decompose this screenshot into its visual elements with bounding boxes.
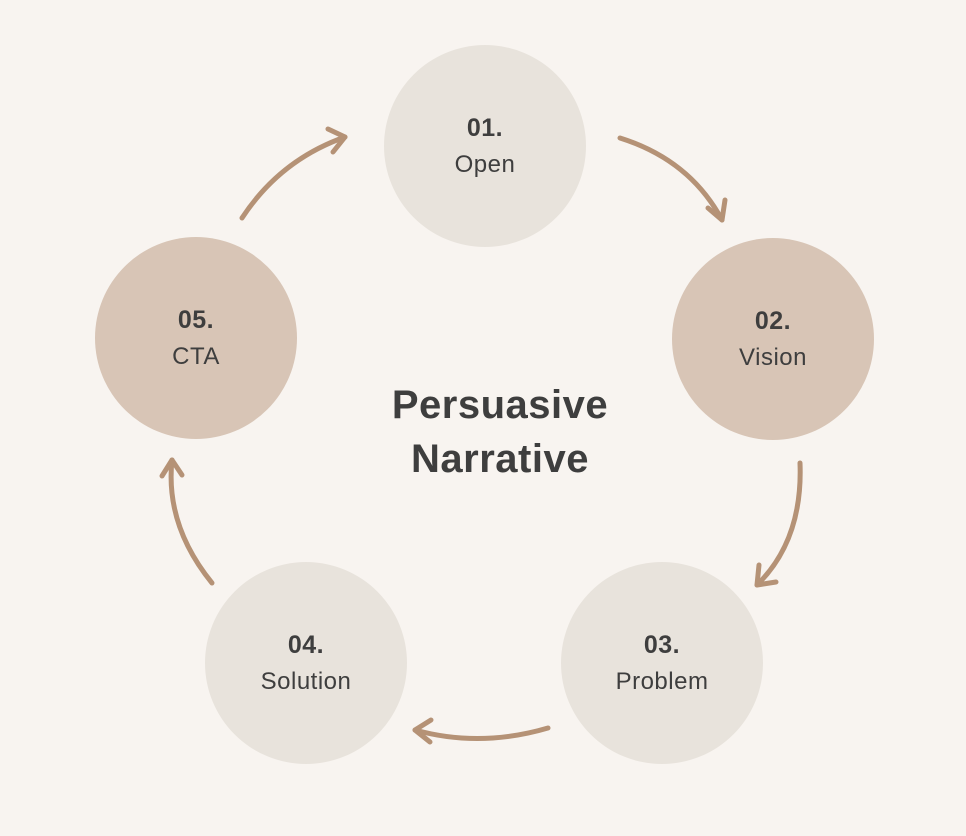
step-solution: 04. Solution: [205, 562, 407, 764]
step-label: Solution: [260, 667, 352, 695]
step-label: CTA: [172, 342, 220, 370]
step-number: 05.: [177, 305, 215, 334]
step-problem: 03. Problem: [561, 562, 763, 764]
title-line-2: Narrative: [411, 437, 589, 481]
step-label: Vision: [739, 343, 807, 371]
arrow-open-to-vision: [617, 135, 728, 223]
step-vision: 02. Vision: [672, 238, 874, 440]
step-number: 03.: [643, 630, 681, 659]
step-label: Problem: [615, 667, 709, 695]
arrow-vision-to-problem: [754, 460, 803, 588]
step-number: 02.: [754, 306, 792, 335]
step-cta: 05. CTA: [95, 237, 297, 439]
step-number: 04.: [287, 630, 325, 659]
arrow-cta-to-open: [239, 126, 348, 221]
step-number: 01.: [466, 113, 504, 142]
diagram-title: Persuasive Narrative: [330, 378, 670, 486]
arrow-problem-to-solution: [412, 717, 551, 745]
arrow-solution-to-cta: [159, 457, 215, 586]
step-open: 01. Open: [384, 45, 586, 247]
title-line-1: Persuasive: [391, 383, 609, 427]
step-label: Open: [454, 150, 516, 178]
